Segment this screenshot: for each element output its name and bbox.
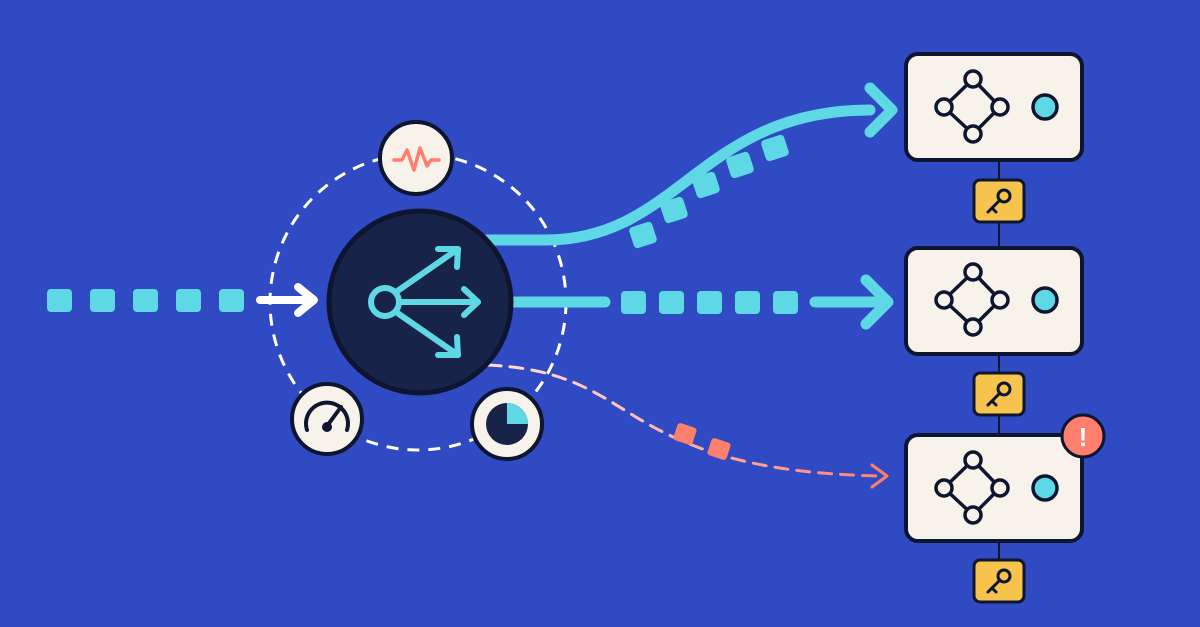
packet	[697, 291, 722, 314]
incoming-arrow-icon	[256, 283, 318, 317]
server-card-2[interactable]	[904, 246, 1084, 356]
server-card-1[interactable]	[904, 52, 1084, 162]
packet	[773, 291, 798, 314]
packet	[629, 221, 657, 249]
speedometer-icon	[304, 400, 350, 432]
packet	[219, 289, 244, 312]
network-node-icon	[934, 69, 1010, 144]
packet	[735, 291, 760, 314]
network-node-icon	[934, 262, 1010, 337]
packet	[761, 134, 789, 162]
load-balancer-hub	[326, 208, 514, 396]
speed-badge	[290, 382, 364, 456]
exclamation-icon: !	[1079, 422, 1088, 452]
packet	[692, 171, 720, 199]
heartbeat-icon	[392, 146, 441, 172]
route-server-3-error	[486, 363, 889, 489]
alert-badge[interactable]: !	[1060, 413, 1106, 459]
packet	[47, 289, 72, 312]
route-server-2	[499, 274, 894, 330]
packet	[90, 289, 115, 312]
key-icon	[986, 568, 1012, 594]
route-server-1	[474, 82, 898, 249]
server-card-3[interactable]	[904, 433, 1084, 543]
status-dot-icon	[1031, 93, 1059, 121]
status-dot-icon	[1031, 286, 1059, 314]
network-node-icon	[934, 450, 1010, 525]
key-badge-1	[972, 178, 1026, 224]
packet	[726, 151, 754, 179]
packet	[660, 196, 688, 224]
pie-chart-icon	[486, 403, 528, 445]
key-badge-3	[972, 558, 1026, 604]
error-packet	[707, 438, 731, 460]
packet	[133, 289, 158, 312]
key-badge-2	[972, 371, 1026, 417]
capacity-badge	[470, 387, 544, 461]
incoming-traffic	[47, 283, 318, 317]
packet	[621, 291, 646, 314]
key-icon	[986, 381, 1012, 407]
packet	[176, 289, 201, 312]
error-packet	[673, 423, 697, 445]
key-icon	[986, 188, 1012, 214]
packet	[659, 291, 684, 314]
split-arrows-icon	[368, 246, 481, 358]
health-monitor-badge	[378, 120, 454, 196]
status-dot-icon	[1031, 474, 1059, 502]
